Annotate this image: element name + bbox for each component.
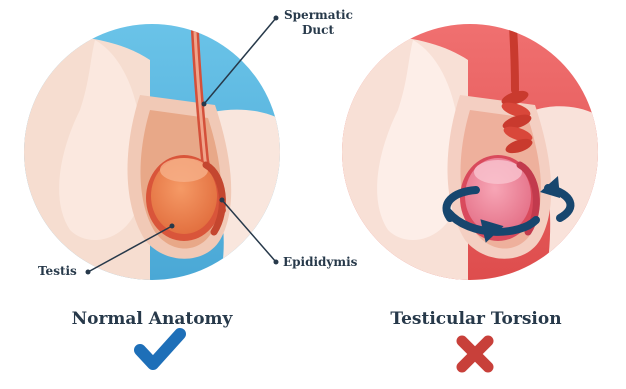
spermatic-duct-label: Spermatic Duct [284,8,353,38]
testicular-torsion-panel [338,10,620,280]
testis-label: Testis [38,264,77,279]
normal-anatomy-panel [20,10,300,280]
leader-dot [170,224,175,229]
spermatic-duct-label-line2: Duct [284,23,353,38]
check-icon [140,334,180,364]
leader-dot [274,260,279,265]
spermatic-duct-label-line1: Spermatic [284,8,353,23]
leader-dot [274,16,279,21]
spermatic-cord [512,10,515,90]
leader-dot [220,198,225,203]
epididymis-label: Epididymis [283,255,357,270]
normal-anatomy-heading: Normal Anatomy [62,309,242,329]
testis-highlight [474,160,522,184]
testis-highlight [160,158,208,182]
cross-icon [462,341,488,367]
testicular-torsion-heading: Testicular Torsion [378,309,574,329]
leader-dot [86,270,91,275]
leader-dot [202,102,207,107]
